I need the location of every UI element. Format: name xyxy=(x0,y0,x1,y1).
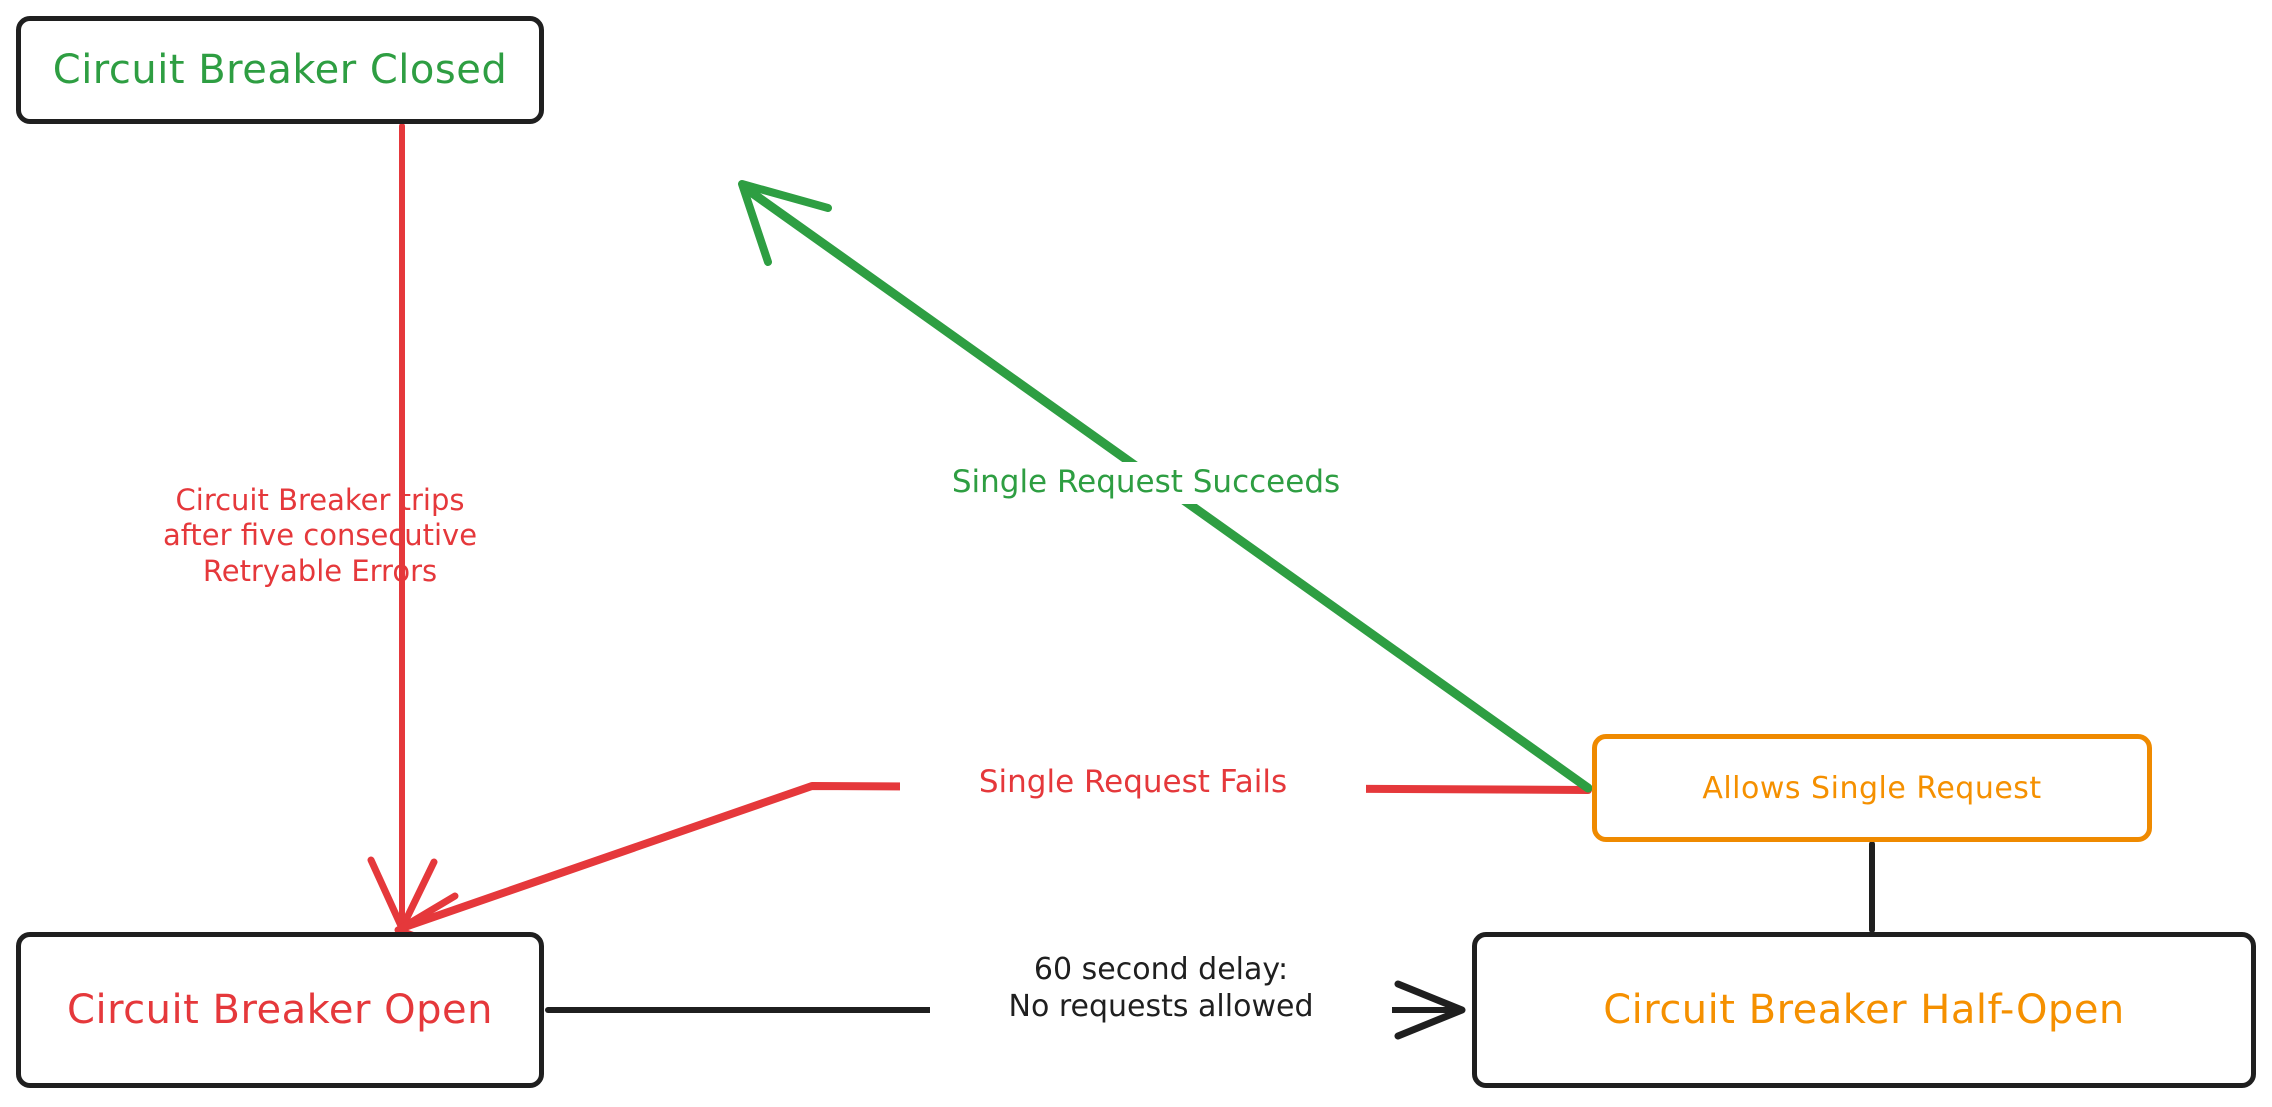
edge-allows-to-open xyxy=(394,782,1592,952)
edge-label-circuit-breaker-trips: Circuit Breaker trips after five consecu… xyxy=(162,483,478,588)
node-label-allows-single-request: Allows Single Request xyxy=(1702,770,2042,806)
node-label-closed: Circuit Breaker Closed xyxy=(52,47,508,93)
edge-label-sixty-second-delay: 60 second delay: No requests allowed xyxy=(930,950,1392,1028)
node-circuit-breaker-closed[interactable]: Circuit Breaker Closed xyxy=(16,16,544,124)
edge-label-single-request-succeeds: Single Request Succeeds xyxy=(860,462,1432,504)
node-label-half-open: Circuit Breaker Half-Open xyxy=(1603,987,2125,1033)
node-circuit-breaker-half-open[interactable]: Circuit Breaker Half-Open xyxy=(1472,932,2256,1088)
node-label-open: Circuit Breaker Open xyxy=(67,987,493,1033)
edge-label-single-request-fails: Single Request Fails xyxy=(900,762,1366,804)
node-allows-single-request[interactable]: Allows Single Request xyxy=(1592,734,2152,842)
node-circuit-breaker-open[interactable]: Circuit Breaker Open xyxy=(16,932,544,1088)
